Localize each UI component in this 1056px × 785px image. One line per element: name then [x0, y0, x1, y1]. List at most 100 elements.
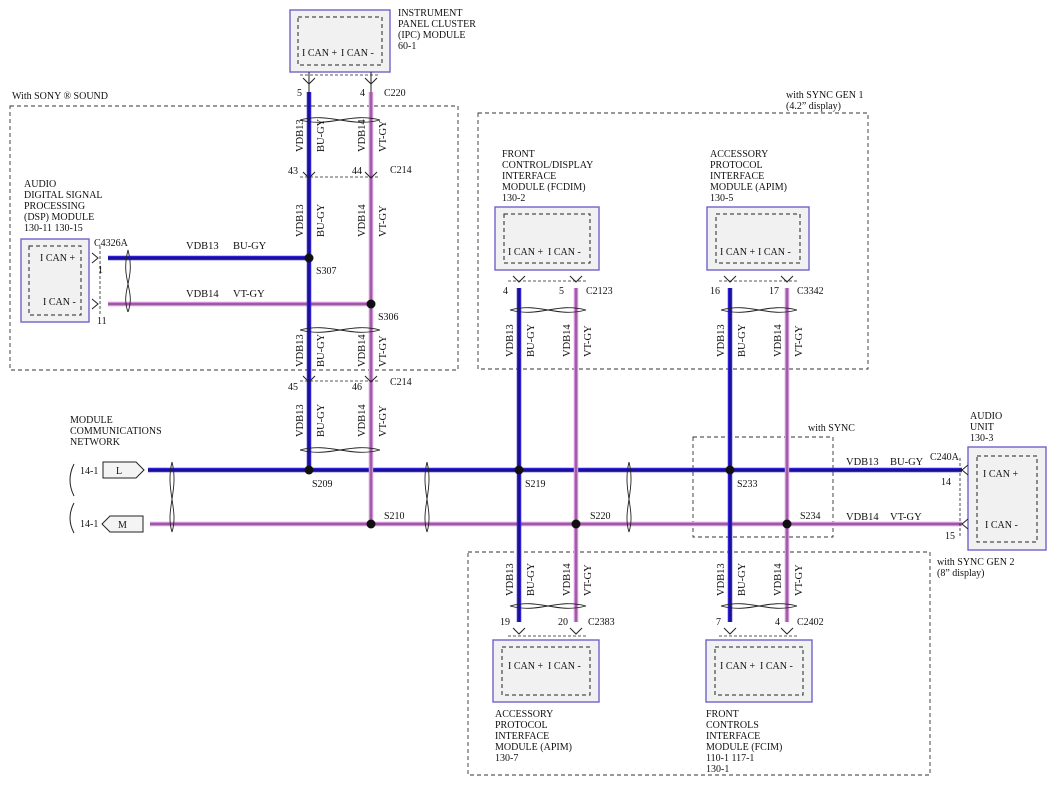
dsp-circuit-high: VDB13	[186, 241, 219, 252]
ipc-circuit-high-1: VDB13	[295, 119, 306, 152]
module-apim-gen2: I CAN + I CAN - ACCESSORY PROTOCOL INTER…	[492, 639, 600, 764]
ipc-name-1: INSTRUMENT	[398, 8, 462, 19]
connector-c2383: C2383	[588, 617, 615, 628]
fcim-name-3: INTERFACE	[706, 731, 760, 742]
connector-marks	[91, 72, 969, 637]
ipc-name-4: 60-1	[398, 41, 416, 52]
fcdim-pin-can-low: I CAN -	[548, 247, 581, 258]
splice-s307	[304, 253, 314, 263]
fcdim-name-3: INTERFACE	[502, 171, 556, 182]
ipc-circuit-high-4: VDB13	[295, 404, 306, 437]
fcim-name-1: FRONT	[706, 709, 739, 720]
ipc-color-low-1: VT-GY	[378, 120, 389, 152]
area-sync-label: with SYNC	[808, 423, 855, 434]
audio-color-low: VT-GY	[890, 512, 922, 523]
ipc-color-high-2: BU-GY	[316, 203, 327, 237]
splice-s220-label: S220	[590, 511, 611, 522]
pin-c240a-15: 15	[945, 531, 955, 542]
splice-labels: S307 S306 S209 S210 S219 S220 S233 S234	[312, 266, 821, 522]
pin-c240a-14: 14	[941, 477, 951, 488]
splice-s219-label: S219	[525, 479, 546, 490]
pin-c2383-19: 19	[500, 617, 510, 628]
network-ref-m: 14-1	[80, 519, 98, 530]
area-sync-gen1-label: with SYNC GEN 1	[786, 90, 864, 101]
audio-unit-pin-can-high: I CAN +	[983, 469, 1018, 480]
fcim-color-high: BU-GY	[737, 562, 748, 596]
plug-l	[102, 461, 145, 479]
apim1-name-5: 130-5	[710, 193, 733, 204]
splice-s233-label: S233	[737, 479, 758, 490]
ipc-color-high-4: BU-GY	[316, 403, 327, 437]
fcdim-circuit-low: VDB14	[562, 324, 573, 357]
apim1-name-3: INTERFACE	[710, 171, 764, 182]
pin-c2402-7: 7	[716, 617, 721, 628]
area-sync-gen1	[477, 112, 869, 370]
dsp-name-2: DIGITAL SIGNAL	[24, 190, 103, 201]
apim2-color-low: VT-GY	[583, 564, 594, 596]
module-audio-unit: I CAN + I CAN - AUDIO UNIT 130-3	[967, 411, 1047, 551]
apim2-pin-can-low: I CAN -	[548, 661, 581, 672]
dsp-name-1: AUDIO	[24, 179, 56, 190]
pin-c2123-4: 4	[503, 286, 508, 297]
audio-circuit-high: VDB13	[846, 457, 879, 468]
area-sync-gen2-label-2: (8” display)	[937, 568, 985, 579]
splice-s234	[782, 519, 792, 529]
fcim-name-2: CONTROLS	[706, 720, 759, 731]
ipc-name-3: (IPC) MODULE	[398, 30, 466, 41]
pin-c214-44: 44	[352, 166, 362, 177]
apim2-pin-can-high: I CAN +	[508, 661, 543, 672]
pin-c214-45: 45	[288, 382, 298, 393]
dsp-name-5: 130-11 130-15	[24, 223, 83, 234]
connector-c214-bottom: C214	[390, 377, 412, 388]
horizontal-circuit-labels: VDB13 BU-GY VDB14 VT-GY VDB13 BU-GY VDB1…	[186, 241, 924, 523]
apim1-name-2: PROTOCOL	[710, 160, 763, 171]
module-fcim: I CAN + I CAN - FRONT CONTROLS INTERFACE…	[705, 639, 813, 775]
pin-c214-43: 43	[288, 166, 298, 177]
fcim-name-4: MODULE (FCIM)	[706, 742, 782, 753]
ipc-circuit-low-1: VDB14	[357, 119, 368, 152]
fcdim-name-4: MODULE (FCDIM)	[502, 182, 586, 193]
network-name-2: COMMUNICATIONS	[70, 426, 162, 437]
area-sync-gen2	[467, 551, 931, 776]
audio-circuit-low: VDB14	[846, 512, 879, 523]
ipc-circuit-low-3: VDB14	[357, 334, 368, 367]
apim1-color-high: BU-GY	[737, 323, 748, 357]
ipc-circuit-high-2: VDB13	[295, 204, 306, 237]
dsp-name-4: (DSP) MODULE	[24, 212, 94, 223]
fcim-circuit-high: VDB13	[716, 563, 727, 596]
ipc-color-low-4: VT-GY	[378, 405, 389, 437]
fcim-color-low: VT-GY	[794, 564, 805, 596]
connector-labels: C220 C214 C214 C4326A C2123 C3342 C240A …	[94, 88, 960, 628]
dsp-circuit-low: VDB14	[186, 289, 219, 300]
ipc-color-high-1: BU-GY	[316, 118, 327, 152]
audio-unit-name-3: 130-3	[970, 433, 993, 444]
pin-c220-5: 5	[297, 88, 302, 99]
apim2-color-high: BU-GY	[526, 562, 537, 596]
fcim-circuit-low: VDB14	[773, 563, 784, 596]
pin-c2402-4: 4	[775, 617, 780, 628]
fcim-pin-can-high: I CAN +	[720, 661, 755, 672]
module-ipc: I CAN + I CAN - INSTRUMENT PANEL CLUSTER…	[289, 8, 476, 73]
dsp-name-3: PROCESSING	[24, 201, 85, 212]
pin-c2383-20: 20	[558, 617, 568, 628]
area-sync-gen1-label-2: (4.2” display)	[786, 101, 841, 112]
plug-m-label: M	[118, 520, 127, 531]
area-sync	[692, 436, 834, 538]
fcim-name-6: 130-1	[706, 764, 729, 775]
splice-s210-label: S210	[384, 511, 405, 522]
dsp-pin-can-low: I CAN -	[43, 297, 76, 308]
ipc-color-low-3: VT-GY	[378, 335, 389, 367]
ipc-color-low-2: VT-GY	[378, 205, 389, 237]
apim1-pin-can-high: I CAN +	[720, 247, 755, 258]
connector-c240a: C240A	[930, 452, 960, 463]
splice-s220	[571, 519, 581, 529]
connector-c2123: C2123	[586, 286, 613, 297]
ipc-name-2: PANEL CLUSTER	[398, 19, 476, 30]
apim1-circuit-low: VDB14	[773, 324, 784, 357]
splice-s219	[514, 465, 524, 475]
apim2-circuit-high: VDB13	[505, 563, 516, 596]
apim2-name-2: PROTOCOL	[495, 720, 548, 731]
splice-s209-label: S209	[312, 479, 333, 490]
plug-l-label: L	[116, 466, 122, 477]
audio-color-high: BU-GY	[890, 457, 924, 468]
